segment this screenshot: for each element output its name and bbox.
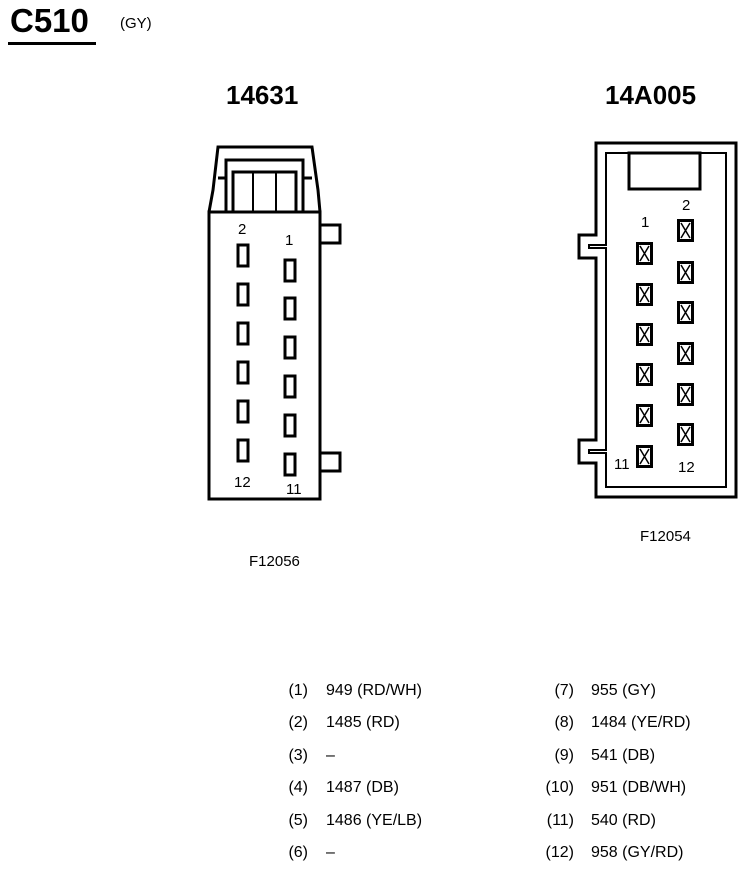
left-connector-latch bbox=[207, 145, 322, 213]
left-figure-id: F12056 bbox=[249, 553, 300, 570]
pinout-row: (7) 955 (GY) bbox=[0, 681, 746, 701]
left-connector-body bbox=[207, 210, 322, 501]
pin-wire: 541 (DB) bbox=[591, 747, 656, 764]
pin-number: (1) bbox=[288, 682, 308, 699]
pin-number: (7) bbox=[554, 682, 574, 699]
pin-wire: 951 (DB/WH) bbox=[591, 779, 687, 796]
pinout-row: (12) 958 (GY/RD) bbox=[0, 843, 746, 863]
pinout-row: (5) 1486 (YE/LB) bbox=[0, 811, 746, 831]
pin-number: (12) bbox=[545, 844, 574, 861]
left-connector-tab-bottom bbox=[320, 451, 342, 473]
left-pin-label-12: 12 bbox=[234, 474, 251, 491]
pin-wire: 955 (GY) bbox=[591, 682, 656, 699]
pin-number: (6) bbox=[288, 844, 308, 861]
right-connector-pins-odd bbox=[636, 242, 653, 468]
left-pin-label-1: 1 bbox=[285, 232, 293, 249]
pin-wire: 1484 (YE/RD) bbox=[591, 714, 691, 731]
pinout-row: (4) 1487 (DB) bbox=[0, 778, 746, 798]
right-connector-pins-even bbox=[677, 219, 694, 446]
right-part-number: 14A005 bbox=[605, 80, 697, 110]
right-connector-key bbox=[627, 151, 702, 191]
left-part-number: 14631 bbox=[226, 80, 299, 110]
pinout-row: (3) – bbox=[0, 746, 746, 766]
connector-id: C510 bbox=[10, 2, 89, 39]
pin-number: (8) bbox=[554, 714, 574, 731]
pinout-row: (8) 1484 (YE/RD) bbox=[0, 713, 746, 733]
pin-number: (11) bbox=[546, 812, 574, 829]
pin-number: (2) bbox=[288, 714, 308, 731]
left-pin-label-2: 2 bbox=[238, 221, 246, 238]
pin-wire: 1485 (RD) bbox=[326, 714, 400, 731]
right-pin-label-12: 12 bbox=[678, 459, 695, 476]
pinout-row: (10) 951 (DB/WH) bbox=[0, 778, 746, 798]
pin-number: (9) bbox=[554, 747, 574, 764]
right-pin-label-1: 1 bbox=[641, 214, 649, 231]
left-pin-label-11: 11 bbox=[286, 481, 302, 498]
pinout-row: (9) 541 (DB) bbox=[0, 746, 746, 766]
left-connector-diagram: 2 1 12 11 1 2 11 12 bbox=[207, 141, 738, 501]
pinout-row: (6) – bbox=[0, 843, 746, 863]
title-underline bbox=[8, 42, 96, 45]
pin-number: (5) bbox=[288, 812, 308, 829]
connector-color-code: (GY) bbox=[120, 15, 152, 32]
pin-number: (3) bbox=[288, 747, 308, 764]
left-connector-tab-top bbox=[320, 223, 342, 245]
pin-wire: 540 (RD) bbox=[591, 812, 656, 829]
pin-wire: 1487 (DB) bbox=[326, 779, 399, 796]
pin-wire: 958 (GY/RD) bbox=[591, 844, 684, 861]
pinout-row: (1) 949 (RD/WH) bbox=[0, 681, 746, 701]
pinout-row: (11) 540 (RD) bbox=[0, 811, 746, 831]
right-connector-body bbox=[577, 141, 738, 499]
pin-wire: 1486 (YE/LB) bbox=[326, 812, 423, 829]
left-connector-pins-even bbox=[236, 243, 250, 463]
pin-wire: 949 (RD/WH) bbox=[326, 682, 423, 699]
pin-wire: – bbox=[326, 844, 335, 861]
right-pin-label-11: 11 bbox=[614, 456, 630, 473]
pin-number: (10) bbox=[545, 779, 574, 796]
pin-number: (4) bbox=[288, 779, 308, 796]
right-pin-label-2: 2 bbox=[682, 197, 690, 214]
pinout-row: (2) 1485 (RD) bbox=[0, 713, 746, 733]
right-figure-id: F12054 bbox=[640, 528, 691, 545]
left-connector-pins-odd bbox=[283, 258, 297, 477]
pin-wire: – bbox=[326, 747, 335, 764]
